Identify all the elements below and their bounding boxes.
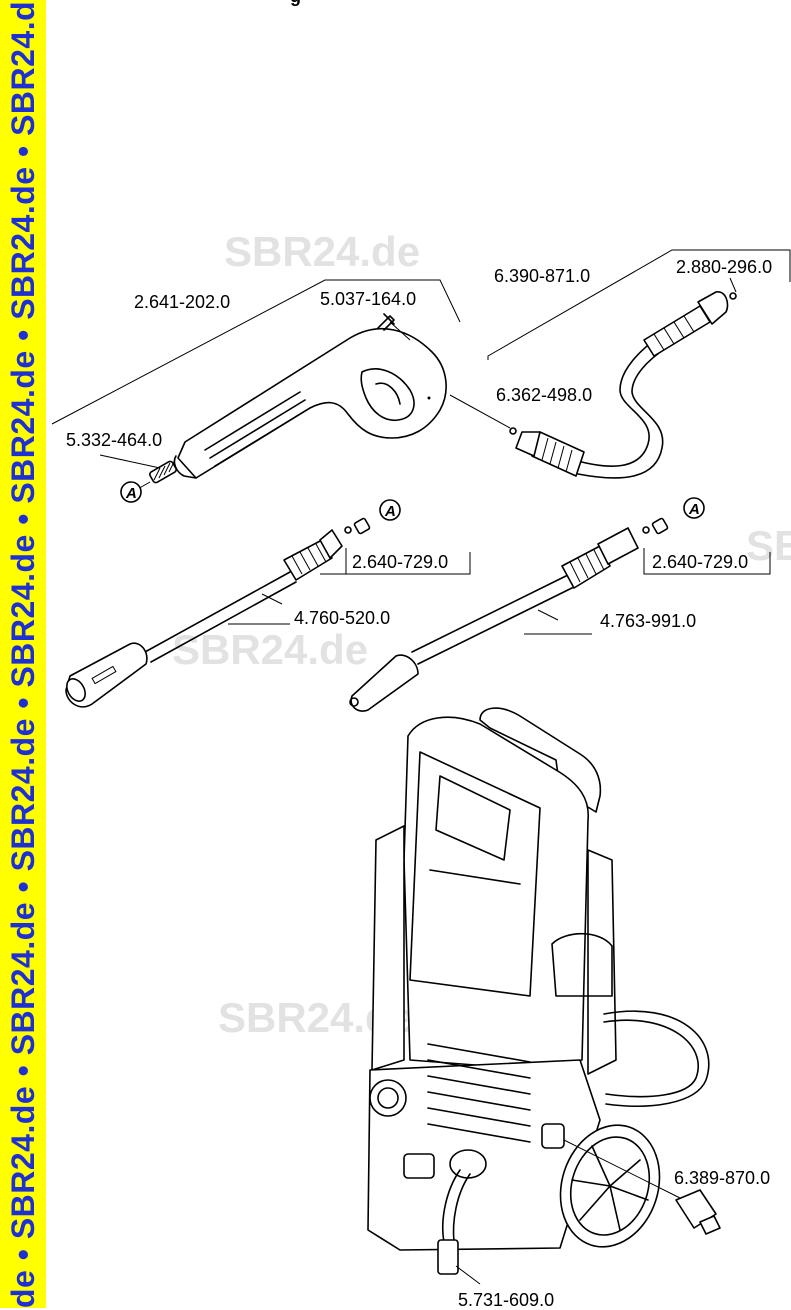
- lance-1-drawing: A: [65, 499, 471, 708]
- svg-text:A: A: [688, 501, 700, 518]
- svg-text:A: A: [125, 485, 137, 502]
- part-label-water-inlet: 6.389-870.0: [674, 1168, 771, 1188]
- part-label-lance-2: 4.763-991.0: [600, 611, 697, 631]
- part-label-gun: 2.641-202.0: [134, 292, 231, 312]
- part-label-hose-oring: 2.880-296.0: [676, 257, 773, 277]
- part-label-lance-1: 4.760-520.0: [294, 608, 391, 628]
- spray-gun-drawing: A: [51, 279, 461, 503]
- hose-drawing: [449, 249, 791, 479]
- part-label-lance-2-kit: 2.640-729.0: [652, 552, 749, 572]
- part-label-clip: 5.037-164.0: [320, 289, 417, 309]
- page-title-fragment: g: [290, 0, 301, 7]
- watermark: SBR24.de: [224, 228, 421, 275]
- part-label-lance-1-kit: 2.640-729.0: [352, 552, 449, 572]
- pressure-washer-drawing: [367, 707, 721, 1285]
- part-label-spring: 5.332-464.0: [66, 430, 163, 450]
- part-label-hose-connector: 6.362-498.0: [496, 385, 593, 405]
- watermark: SBR24.de: [172, 626, 369, 673]
- lance-2-drawing: A: [349, 497, 771, 712]
- watermark: SB: [746, 522, 791, 569]
- part-label-hose: 6.390-871.0: [494, 266, 591, 286]
- svg-text:A: A: [384, 503, 396, 520]
- part-label-filter: 5.731-609.0: [458, 1290, 555, 1310]
- sidebar-banner: de • SBR24.de • SBR24.de • SBR24.de • SB…: [0, 0, 46, 1308]
